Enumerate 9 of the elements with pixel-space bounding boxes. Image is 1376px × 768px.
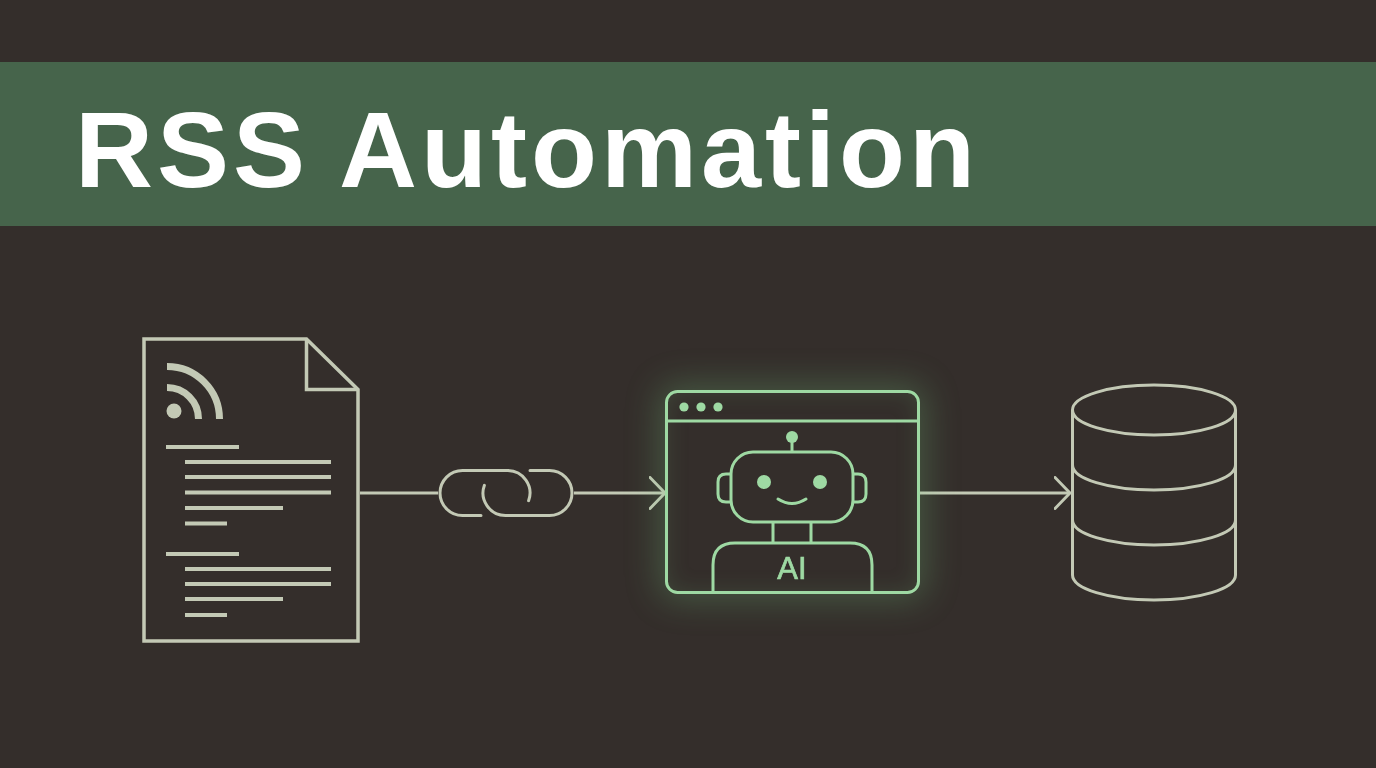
rss-document-illustration [142,337,360,643]
chain-link-icon [438,468,574,518]
database-cylinder [1070,383,1238,603]
app-window [665,390,920,594]
title: RSS Automation [75,96,979,204]
arrow [574,476,667,510]
arrow [920,476,1072,510]
connector-line [360,491,438,495]
ai-label: AI [777,552,807,584]
